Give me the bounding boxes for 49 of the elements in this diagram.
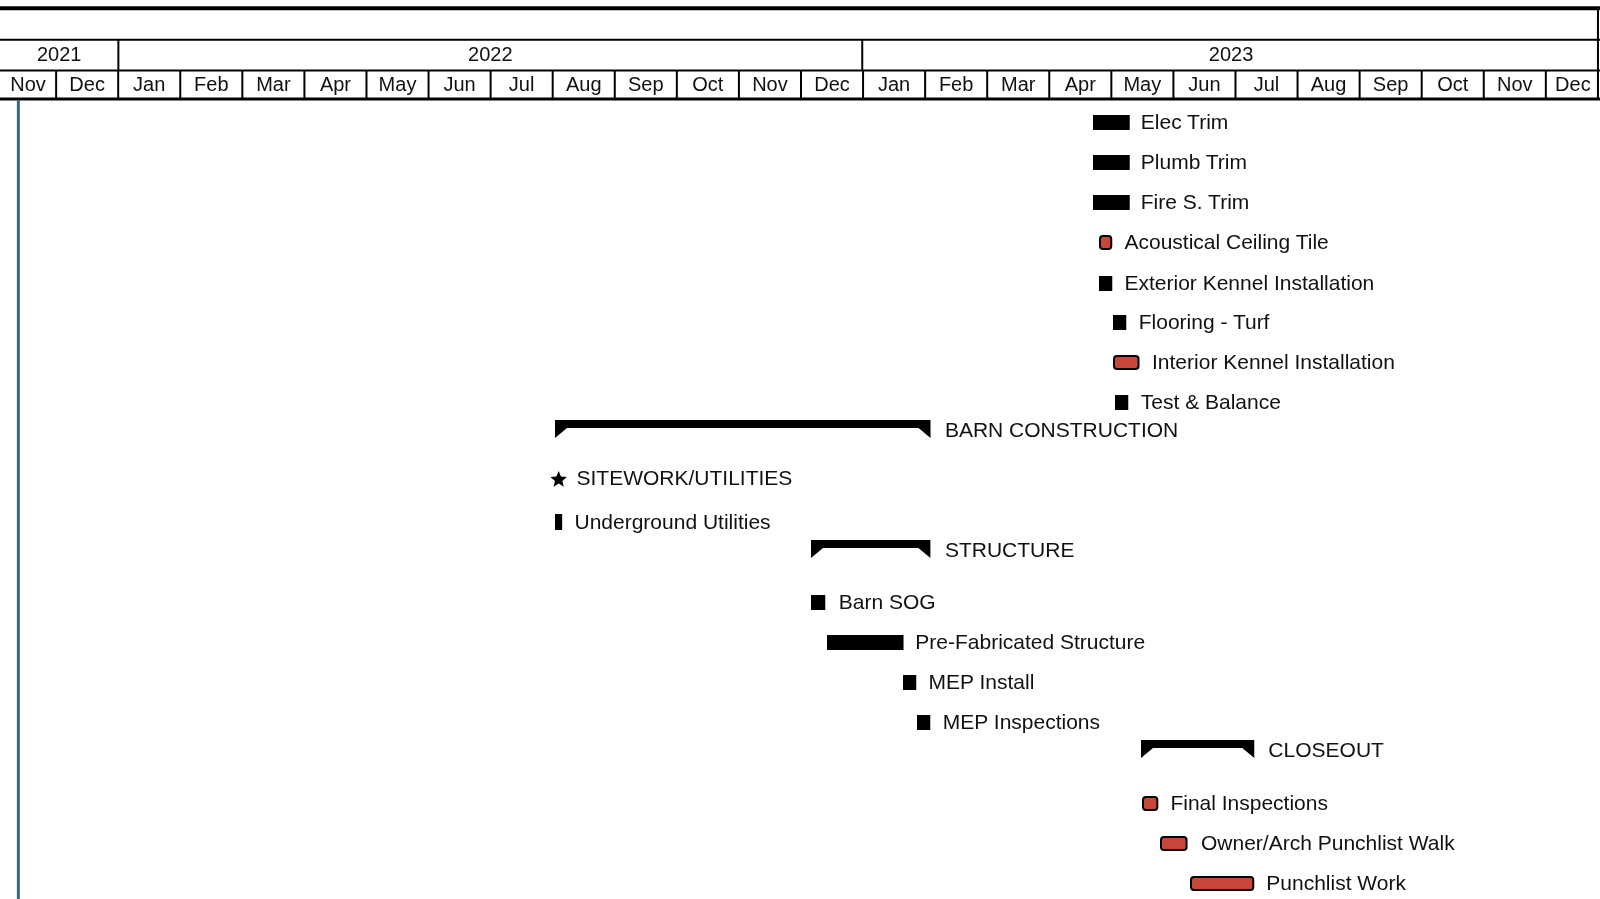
month-header: Mar <box>255 72 292 98</box>
phase-label: BARN CONSTRUCTION <box>944 417 1179 442</box>
month-header: May <box>1122 72 1163 98</box>
year-header: 2023 <box>1207 41 1255 67</box>
month-header: Jun <box>442 72 477 98</box>
month-header: Oct <box>691 72 725 98</box>
month-header: Nov <box>9 72 47 98</box>
month-header: Sep <box>627 72 665 98</box>
month-header: Aug <box>564 72 603 98</box>
task-label: Elec Trim <box>1140 110 1229 135</box>
task-label: Punchlist Work <box>1266 870 1406 895</box>
month-header: Jan <box>876 72 912 98</box>
task-label: Owner/Arch Punchlist Walk <box>1201 830 1455 855</box>
month-header: Aug <box>1309 72 1348 98</box>
month-header: May <box>377 72 418 98</box>
task-label: Underground Utilities <box>574 510 771 535</box>
task-label: Fire S. Trim <box>1140 190 1250 215</box>
task-label: Flooring - Turf <box>1138 310 1270 335</box>
year-header: 2022 <box>467 41 514 67</box>
task-label: Final Inspections <box>1170 791 1328 816</box>
month-header: Nov <box>751 72 789 98</box>
task-label: Plumb Trim <box>1140 150 1247 175</box>
month-header: Nov <box>1496 72 1534 98</box>
month-header: Feb <box>193 72 230 98</box>
month-header: Oct <box>1436 72 1470 98</box>
task-label: Pre-Fabricated Structure <box>915 629 1146 654</box>
phase-label: STRUCTURE <box>944 538 1075 563</box>
month-header: Jul <box>507 72 536 98</box>
task-label: Test & Balance <box>1140 390 1281 415</box>
task-label: Exterior Kennel Installation <box>1124 270 1375 295</box>
month-header: Dec <box>813 72 851 98</box>
task-label: Barn SOG <box>838 590 936 615</box>
month-header: Jun <box>1187 72 1222 98</box>
month-header: Jul <box>1252 72 1281 98</box>
year-header: 2021 <box>35 41 83 67</box>
month-header: Sep <box>1371 72 1410 98</box>
task-label: Acoustical Ceiling Tile <box>1124 229 1329 254</box>
task-label: SITEWORK/UTILITIES <box>576 465 793 490</box>
task-label: MEP Inspections <box>942 710 1101 735</box>
phase-label: CLOSEOUT <box>1268 738 1384 763</box>
month-header: Apr <box>1063 72 1097 98</box>
month-header: Jan <box>132 72 167 98</box>
month-header: Dec <box>68 72 106 98</box>
month-header: Mar <box>1000 72 1037 98</box>
task-label: Interior Kennel Installation <box>1152 350 1395 375</box>
month-header: Apr <box>318 72 352 98</box>
month-header: Feb <box>937 72 975 98</box>
month-header: Dec <box>1554 72 1592 98</box>
task-label: MEP Install <box>928 669 1035 694</box>
